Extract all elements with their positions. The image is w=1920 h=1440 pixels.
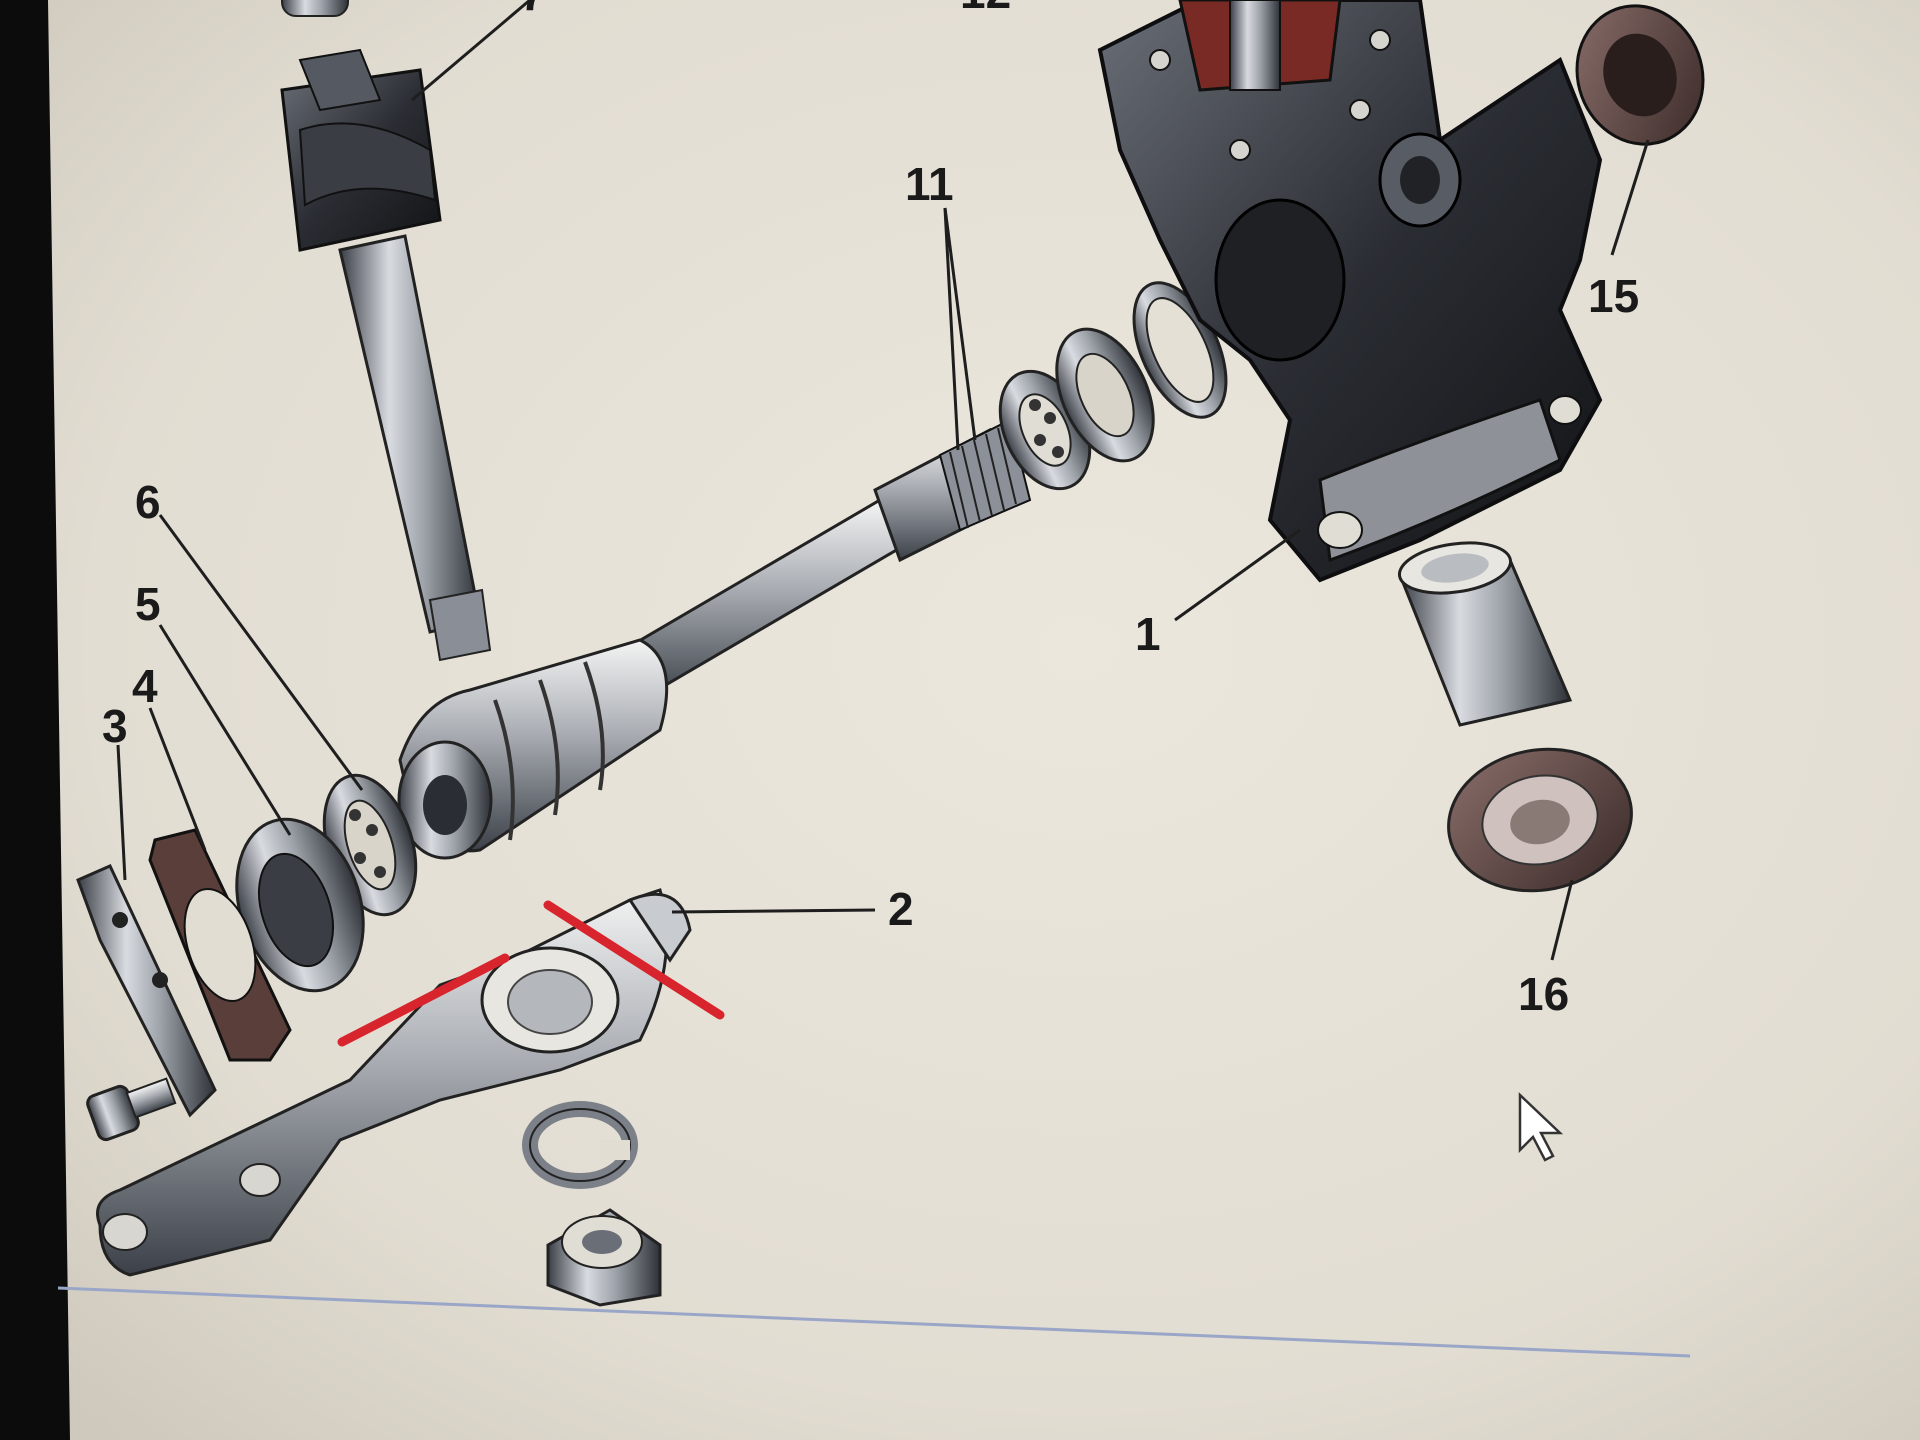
oil-seal-top (1575, 4, 1705, 146)
bushing (1397, 541, 1573, 727)
bearing-race-inner (1055, 327, 1155, 463)
oil-seal-bottom (1447, 747, 1633, 893)
mouse-cursor-icon (1518, 1092, 1564, 1162)
cover-plate (76, 864, 217, 1118)
intermediate-shaft (280, 0, 492, 662)
callout-11: 11 (905, 158, 954, 210)
leader-lines (116, 0, 1650, 961)
rubber-boot (397, 638, 669, 860)
steering-gear-housing (1097, 0, 1603, 583)
markup-stroke-right (543, 900, 725, 1020)
markup-stroke-left (337, 953, 510, 1047)
callout-5: 5 (135, 578, 161, 630)
page-bottom-rule (57, 1286, 1691, 1358)
callout-2: 2 (888, 883, 914, 935)
shaft-splines (949, 427, 1017, 529)
callout-labels: 7 12 11 15 1 2 16 6 5 4 3 (102, 0, 1639, 1020)
callout-4: 4 (132, 660, 158, 712)
callout-16: 16 (1518, 968, 1569, 1020)
callout-3: 3 (102, 700, 128, 752)
gasket (148, 828, 292, 1062)
callout-12: 12 (960, 0, 1011, 18)
outer-bearing (235, 817, 365, 993)
red-markup (337, 900, 725, 1047)
nut (546, 1208, 662, 1307)
bolt (86, 1077, 177, 1142)
callout-7: 7 (520, 0, 546, 20)
callout-15: 15 (1588, 270, 1639, 322)
callout-6: 6 (135, 476, 161, 528)
lock-washer (522, 1101, 638, 1189)
callout-1: 1 (1135, 608, 1161, 660)
